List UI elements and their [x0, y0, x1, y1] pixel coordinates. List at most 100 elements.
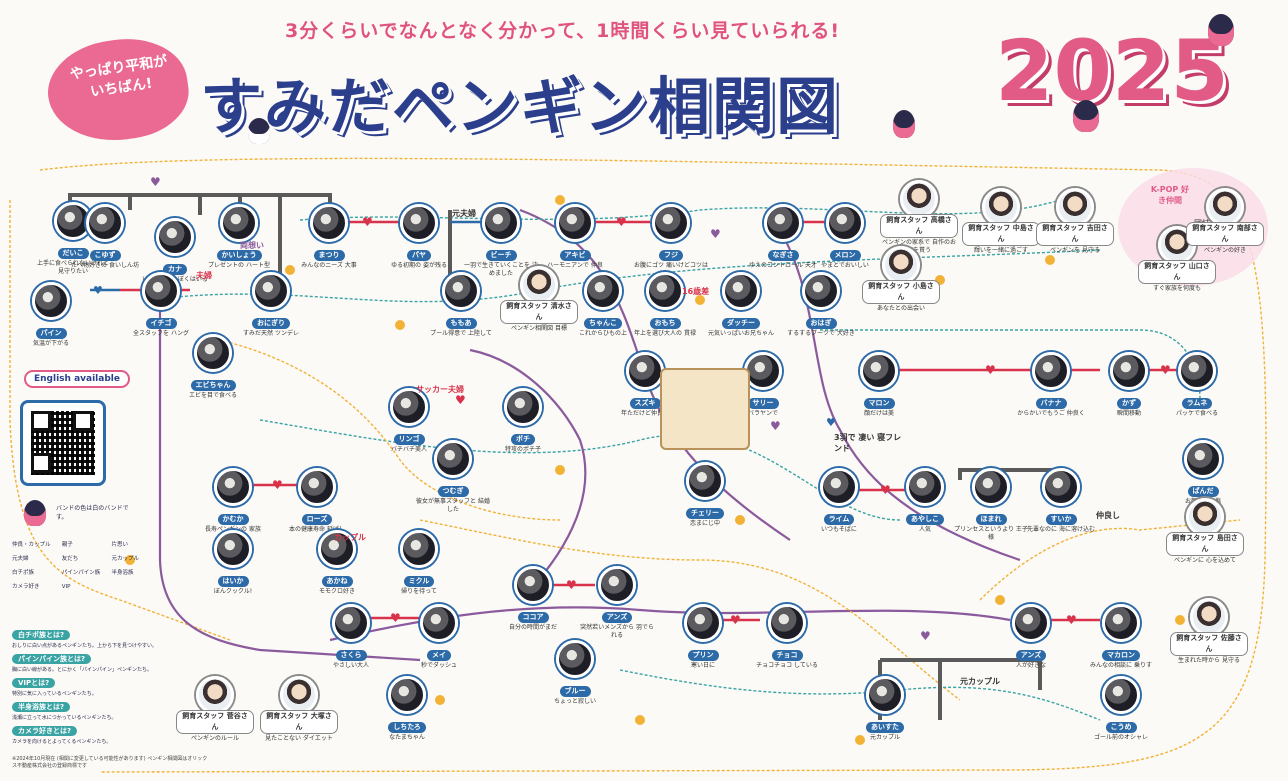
heart-icon: ♥	[566, 578, 577, 592]
staff-name: 飼育スタッフ 吉田さん	[1036, 222, 1114, 246]
staff-photo	[900, 180, 938, 218]
staff-photo	[280, 676, 318, 714]
qr-code[interactable]	[20, 400, 106, 486]
staff-desc: ペンギン相関図 目標	[511, 325, 567, 332]
penguin-node[interactable]: ほまれプリンセスというより 王子様	[952, 468, 1030, 542]
penguin-desc: 全スタッフを ハング	[133, 330, 189, 337]
penguin-node[interactable]: かいしょうプレゼントの ハート型	[200, 204, 278, 270]
penguin-node[interactable]: おもち年上を選び大人の 貫禄	[626, 272, 704, 338]
penguin-node[interactable]: ミクル帰りを待って	[380, 530, 458, 596]
penguin-node[interactable]: ダッチー元気いっぱいお兄ちゃん	[702, 272, 780, 338]
penguin-node[interactable]: ライムいつもそばに	[800, 468, 878, 534]
penguin-node[interactable]: アキビハーモニアンで 仲良	[536, 204, 614, 270]
penguin-desc: これからひもの上	[578, 330, 627, 337]
staff-node[interactable]: 飼育スタッフ 佐藤さん生まれた時から 見守る	[1170, 598, 1248, 665]
staff-photo	[1056, 188, 1094, 226]
penguin-desc: たべ物好きの 食いしん坊	[71, 262, 139, 269]
penguin-node[interactable]: かむか長寿ペンギンの 家族	[194, 468, 272, 534]
penguin-desc: ゴール前のオシャレ	[1093, 734, 1148, 741]
penguin-name: こゆず	[89, 250, 121, 261]
relation-label: 両想い	[240, 241, 264, 250]
penguin-node[interactable]: ぱんだお顔にゴマ塩	[1164, 440, 1242, 506]
staff-node[interactable]: 飼育スタッフ 清水さんペンギン相関図 目標	[500, 266, 578, 333]
penguin-node[interactable]: ココア自分の時間がまだ	[494, 566, 572, 632]
penguin-node[interactable]: さくらやさしい大人	[312, 604, 390, 670]
penguin-node[interactable]: なぎさゆえのコントロール 天才	[744, 204, 822, 270]
penguin-node[interactable]: アンズ突然若いメンズから 羽でられる	[578, 566, 656, 640]
staff-node[interactable]: 飼育スタッフ 山口さんすぐ家族を何度も	[1138, 226, 1216, 293]
penguin-node[interactable]: ポチ特攻のポチ子	[484, 388, 562, 454]
penguin-name: こうめ	[1105, 722, 1137, 733]
staff-name: 飼育スタッフ 菅谷さん	[176, 710, 254, 734]
staff-photo	[196, 676, 234, 714]
penguin-node[interactable]: ラムネパッケで食べる	[1158, 352, 1236, 418]
penguin-node[interactable]: マカロンみんなの相談に 乗りす	[1082, 604, 1160, 670]
penguin-node[interactable]: おにぎりすみだ天然 ツンデレ	[232, 272, 310, 338]
staff-node[interactable]: 飼育スタッフ 菅谷さんペンギンのルール	[176, 676, 254, 743]
penguin-node[interactable]: ビーチ一羽で生きていくことを 決めました	[462, 204, 540, 278]
penguin-desc: パッケで食べる	[1175, 410, 1218, 417]
staff-node[interactable]: 飼育スタッフ 南部さんペンギンの好き	[1186, 188, 1264, 255]
penguin-node[interactable]: フジお腹にゴツ 痛いけどコツは	[632, 204, 710, 270]
penguin-node[interactable]: こうめゴール前のオシャレ	[1082, 676, 1160, 742]
mini-penguin-icon	[395, 320, 405, 330]
penguin-desc: ぼんクックル!	[213, 588, 253, 595]
penguin-photo	[1042, 468, 1080, 506]
penguin-desc: 年ただけど仲良し	[620, 410, 669, 417]
penguin-name: プリン	[687, 650, 719, 661]
mini-penguin-icon	[555, 195, 565, 205]
penguin-photo	[860, 352, 898, 390]
penguin-node[interactable]: はいかぼんクックル!	[194, 530, 272, 596]
penguin-node[interactable]: イチゴ全スタッフを ハング	[122, 272, 200, 338]
penguin-name: かず	[1117, 398, 1141, 409]
penguin-name: リンゴ	[393, 434, 425, 445]
staff-name: 飼育スタッフ 佐藤さん	[1170, 632, 1248, 656]
penguin-node[interactable]: エビちゃんエビを目で食べる	[174, 334, 252, 400]
penguin-node[interactable]: バナナからかいでもうご 仲良く	[1012, 352, 1090, 418]
staff-desc: ペンギンの好き	[1203, 247, 1246, 254]
penguin-node[interactable]: メロンやまとでおいしい	[806, 204, 884, 270]
penguin-node[interactable]: まつりみんなのニーズ 大事	[290, 204, 368, 270]
penguin-node[interactable]: ブルーちょっと寂しい	[536, 640, 614, 706]
penguin-node[interactable]: パイン気温が下がる	[12, 282, 90, 348]
penguin-photo	[556, 640, 594, 678]
staff-node[interactable]: 飼育スタッフ 小島さんあなたとの出会い	[862, 246, 940, 313]
staff-node[interactable]: 飼育スタッフ 島田さんペンギンに 心を込めて	[1166, 498, 1244, 565]
penguin-photo	[142, 272, 180, 310]
penguin-node[interactable]: ももあプール得意で 上陸して	[422, 272, 500, 338]
penguin-node[interactable]: チョコチョコチョコ している	[748, 604, 826, 670]
staff-name: 飼育スタッフ 中島さん	[962, 222, 1040, 246]
penguin-node[interactable]: すいか先輩なのに 海に溶け込む	[1022, 468, 1100, 534]
staff-node[interactable]: 飼育スタッフ 高橋さんペンギンの家系で 自作のお家を貰う	[880, 180, 958, 255]
penguin-node[interactable]: こゆずたべ物好きの 食いしん坊	[66, 204, 144, 270]
penguin-node[interactable]: メイ秒でダッシュ	[400, 604, 478, 670]
penguin-node[interactable]: チェリー恋まにじ中	[666, 462, 744, 528]
penguin-node[interactable]: リンゴバチバチ美人	[370, 388, 448, 454]
penguin-node[interactable]: プリン寒い日に	[664, 604, 742, 670]
penguin-node[interactable]: マロン顔だけは美	[840, 352, 918, 418]
penguin-name: しちたろ	[388, 722, 426, 733]
staff-node[interactable]: 飼育スタッフ 吉田さんペンギンを 見守る	[1036, 188, 1114, 255]
staff-photo	[1190, 598, 1228, 636]
staff-node[interactable]: 飼育スタッフ 大塚さん見たことない ダイエット	[260, 676, 338, 743]
penguin-node[interactable]: ローズ本の健康寿命 延ばし	[278, 468, 356, 534]
penguin-node[interactable]: しちたろなたまちゃん	[368, 676, 446, 742]
staff-name: 飼育スタッフ 大塚さん	[260, 710, 338, 734]
staff-node[interactable]: 飼育スタッフ 中島さん輝いを一緒に過ごす	[962, 188, 1040, 255]
staff-photo	[1206, 188, 1244, 226]
penguin-node[interactable]: アンズ人が好きな	[992, 604, 1070, 670]
penguin-photo	[1102, 604, 1140, 642]
legend-footnote: ※2024年10月現在 (相関に変更している可能性があります) ペンギン相関図は…	[12, 756, 208, 769]
penguin-node[interactable]: ちゃんここれからひもの上	[564, 272, 642, 338]
penguin-node[interactable]: あかねモモクロ好き	[298, 530, 376, 596]
penguin-node[interactable]: おはぎするするブーツで 大好き	[782, 272, 860, 338]
staff-name: 飼育スタッフ 清水さん	[500, 300, 578, 324]
penguin-photo	[1012, 604, 1050, 642]
penguin-node[interactable]: つむぎ彼女が無事スタッフと 結婚した	[414, 440, 492, 514]
penguin-node[interactable]: だいこ上手に食べられないけれど 見守りたい	[34, 202, 112, 276]
penguin-photo	[400, 530, 438, 568]
penguin-node[interactable]: あやしこ人気	[886, 468, 964, 534]
penguin-node[interactable]: かず瞬間移動	[1090, 352, 1168, 418]
penguin-node[interactable]: パヤゆる初期の 姿が残る	[380, 204, 458, 270]
penguin-node[interactable]: あいすた元カップル	[846, 676, 924, 742]
